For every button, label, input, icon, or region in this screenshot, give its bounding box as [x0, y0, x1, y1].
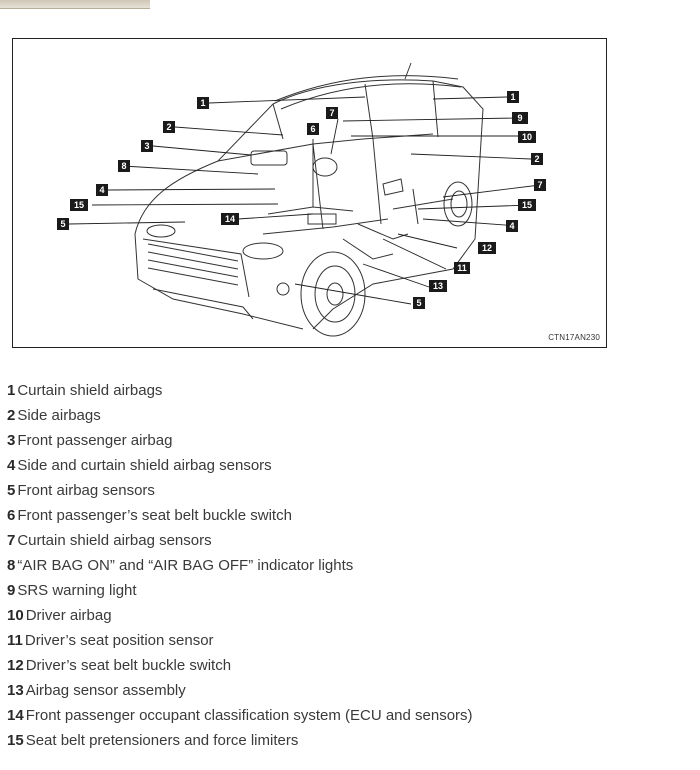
callout-8: 8 [118, 160, 130, 172]
item-number: 10 [7, 607, 24, 624]
figure-code: CTN17AN230 [548, 333, 600, 342]
callout-14: 14 [221, 213, 239, 225]
item-number: 2 [7, 407, 16, 424]
callout-1b: 1 [507, 91, 519, 103]
item-text: Driver airbag [25, 607, 112, 624]
callout-15a: 15 [70, 199, 88, 211]
item-number: 8 [7, 557, 16, 574]
item-text: “AIR BAG ON” and “AIR BAG OFF” indicator… [17, 557, 354, 574]
callout-12: 12 [478, 242, 496, 254]
item-number: 9 [7, 582, 16, 599]
callout-7b: 7 [534, 179, 546, 191]
item-number: 13 [7, 682, 24, 699]
item-number: 1 [7, 382, 16, 399]
callout-6: 6 [307, 123, 319, 135]
item-text: Front passenger occupant classification … [25, 707, 473, 724]
item-text: Front passenger airbag [17, 432, 173, 449]
item-text: Curtain shield airbags [17, 382, 163, 399]
thumbnail-strip [0, 0, 150, 9]
callout-9: 9 [512, 112, 528, 124]
callout-5b: 5 [413, 297, 425, 309]
item-text: Side and curtain shield airbag sensors [17, 457, 272, 474]
item-text: Seat belt pretensioners and force limite… [25, 732, 299, 749]
callout-4b: 4 [506, 220, 518, 232]
callout-2a: 2 [163, 121, 175, 133]
callout-11: 11 [454, 262, 470, 274]
callout-1a: 1 [197, 97, 209, 109]
item-number: 5 [7, 482, 16, 499]
item-text: Front passenger’s seat belt buckle switc… [17, 507, 292, 524]
callout-15b: 15 [518, 199, 536, 211]
airbag-location-figure: 1 1 2 2 3 4 4 5 5 6 7 7 8 9 10 11 12 13 … [12, 38, 607, 348]
item-text: Airbag sensor assembly [25, 682, 186, 699]
item-text: Curtain shield airbag sensors [17, 532, 212, 549]
item-text: Driver’s seat belt buckle switch [25, 657, 232, 674]
list-item: 8“AIR BAG ON” and “AIR BAG OFF” indicato… [7, 553, 687, 578]
callout-13: 13 [429, 280, 447, 292]
item-text: SRS warning light [17, 582, 137, 599]
item-number: 7 [7, 532, 16, 549]
callout-7a: 7 [326, 107, 338, 119]
callout-3: 3 [141, 140, 153, 152]
callout-2b: 2 [531, 153, 543, 165]
item-text: Driver’s seat position sensor [24, 632, 214, 649]
vehicle-cutaway-drawing [68, 62, 541, 337]
callout-4a: 4 [96, 184, 108, 196]
item-number: 4 [7, 457, 16, 474]
item-text: Side airbags [17, 407, 101, 424]
item-number: 12 [7, 657, 24, 674]
item-number: 6 [7, 507, 16, 524]
item-number: 3 [7, 432, 16, 449]
item-number: 11 [7, 632, 23, 649]
item-number: 14 [7, 707, 24, 724]
item-text: Front airbag sensors [17, 482, 155, 499]
callout-10: 10 [518, 131, 536, 143]
item-number: 15 [7, 732, 24, 749]
callout-5a: 5 [57, 218, 69, 230]
